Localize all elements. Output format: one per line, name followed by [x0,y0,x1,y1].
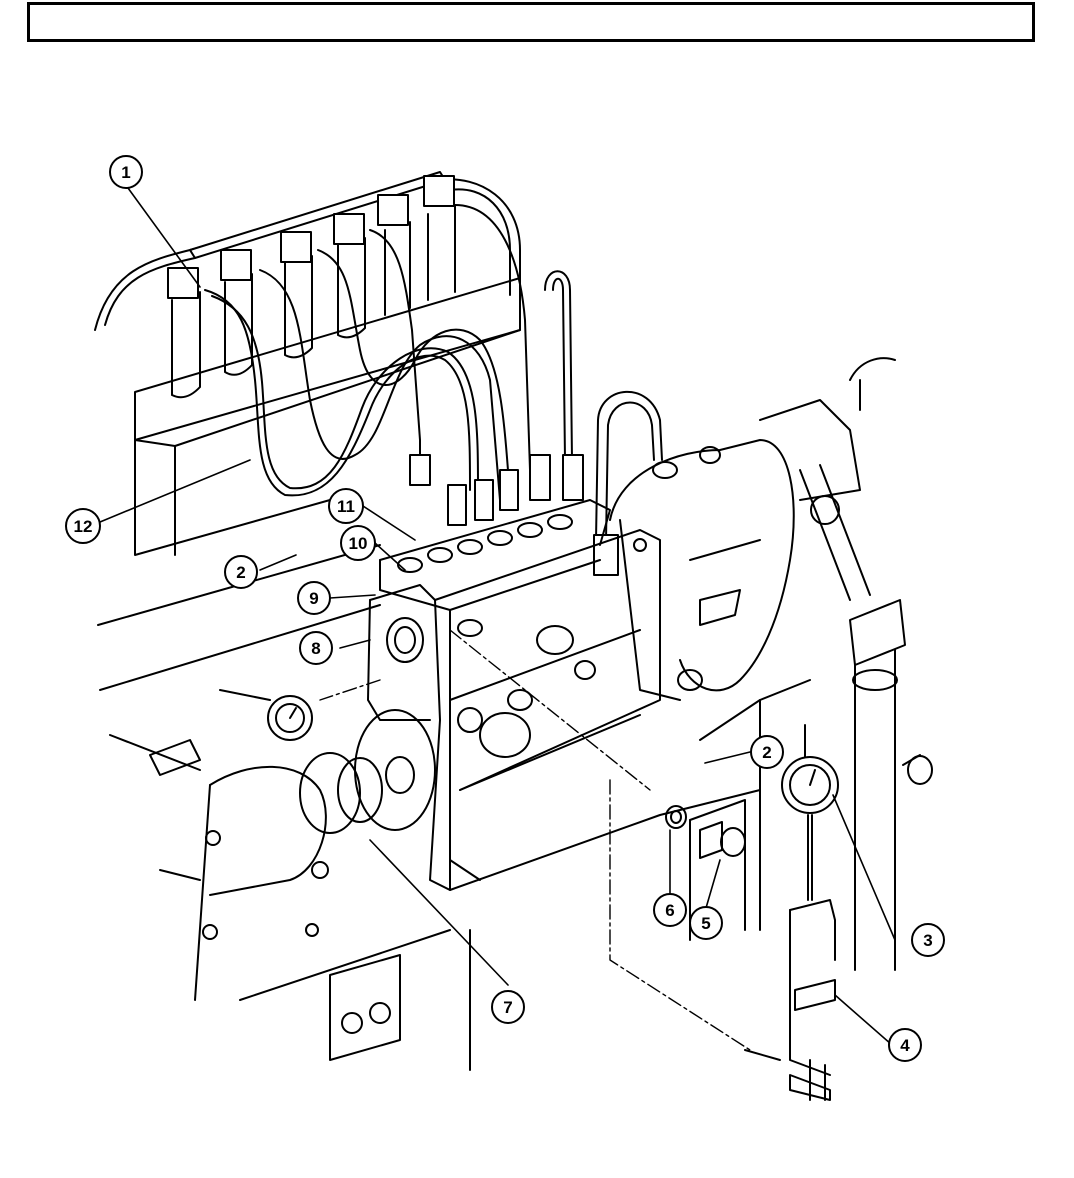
linkage-arm [760,358,905,970]
callout-1: 1 [110,156,142,188]
callout-2-left: 2 [225,556,257,588]
alignment-lines [320,630,750,1050]
governor-housing [610,440,794,700]
indicator-holder [745,900,835,1100]
callout-9: 9 [298,582,330,614]
callout-9-label: 9 [309,589,318,608]
callout-12: 12 [66,509,100,543]
callout-2-right: 2 [751,736,783,768]
callout-11: 11 [329,489,363,523]
callout-4-label: 4 [900,1036,910,1055]
callout-12-label: 12 [74,517,93,536]
callout-7: 7 [492,991,524,1023]
callout-6: 6 [654,894,686,926]
callout-3: 3 [912,924,944,956]
callout-4: 4 [889,1029,921,1061]
callout-10: 10 [341,526,375,560]
callout-3-label: 3 [923,931,932,950]
callout-7-label: 7 [503,998,512,1017]
callout-8: 8 [300,632,332,664]
callout-8-label: 8 [311,639,320,658]
callout-2-left-label: 2 [236,563,245,582]
callout-6-label: 6 [665,901,674,920]
dial-indicator [782,725,838,900]
callout-10-label: 10 [349,534,368,553]
callout-5-label: 5 [701,914,710,933]
callout-5: 5 [690,907,722,939]
callout-2-right-label: 2 [762,743,771,762]
callout-11-label: 11 [337,497,355,516]
delivery-valve-holders [410,455,618,575]
callout-1-label: 1 [121,163,130,182]
left-dial-indicator [110,690,312,775]
